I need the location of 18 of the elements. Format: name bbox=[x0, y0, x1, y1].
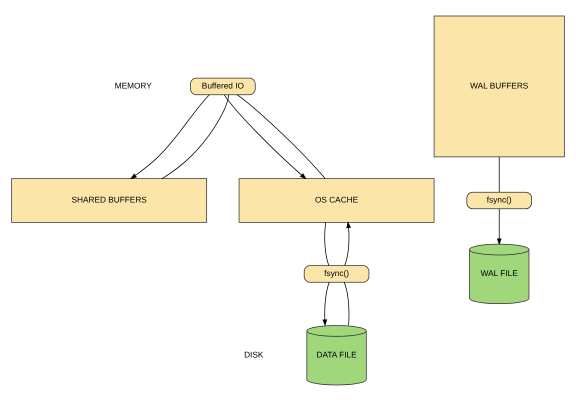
label: MEMORY bbox=[114, 81, 152, 90]
arrow bbox=[130, 94, 210, 179]
node-box: fsync() bbox=[304, 264, 370, 282]
connector bbox=[236, 94, 326, 178]
node-box: fsync() bbox=[466, 191, 532, 209]
connector bbox=[324, 222, 330, 266]
arrow bbox=[496, 208, 502, 245]
node-box: SHARED BUFFERS bbox=[11, 178, 208, 222]
arrow bbox=[344, 220, 351, 266]
arrow bbox=[322, 281, 330, 326]
connector bbox=[498, 156, 500, 192]
node-box: OS CACHE bbox=[238, 178, 434, 222]
node-box: Buffered IO bbox=[190, 77, 256, 95]
label: DISK bbox=[244, 350, 264, 359]
arrow bbox=[224, 94, 307, 179]
connector bbox=[162, 94, 229, 178]
connector bbox=[344, 281, 350, 326]
node-box: WAL BUFFERS bbox=[434, 15, 565, 157]
